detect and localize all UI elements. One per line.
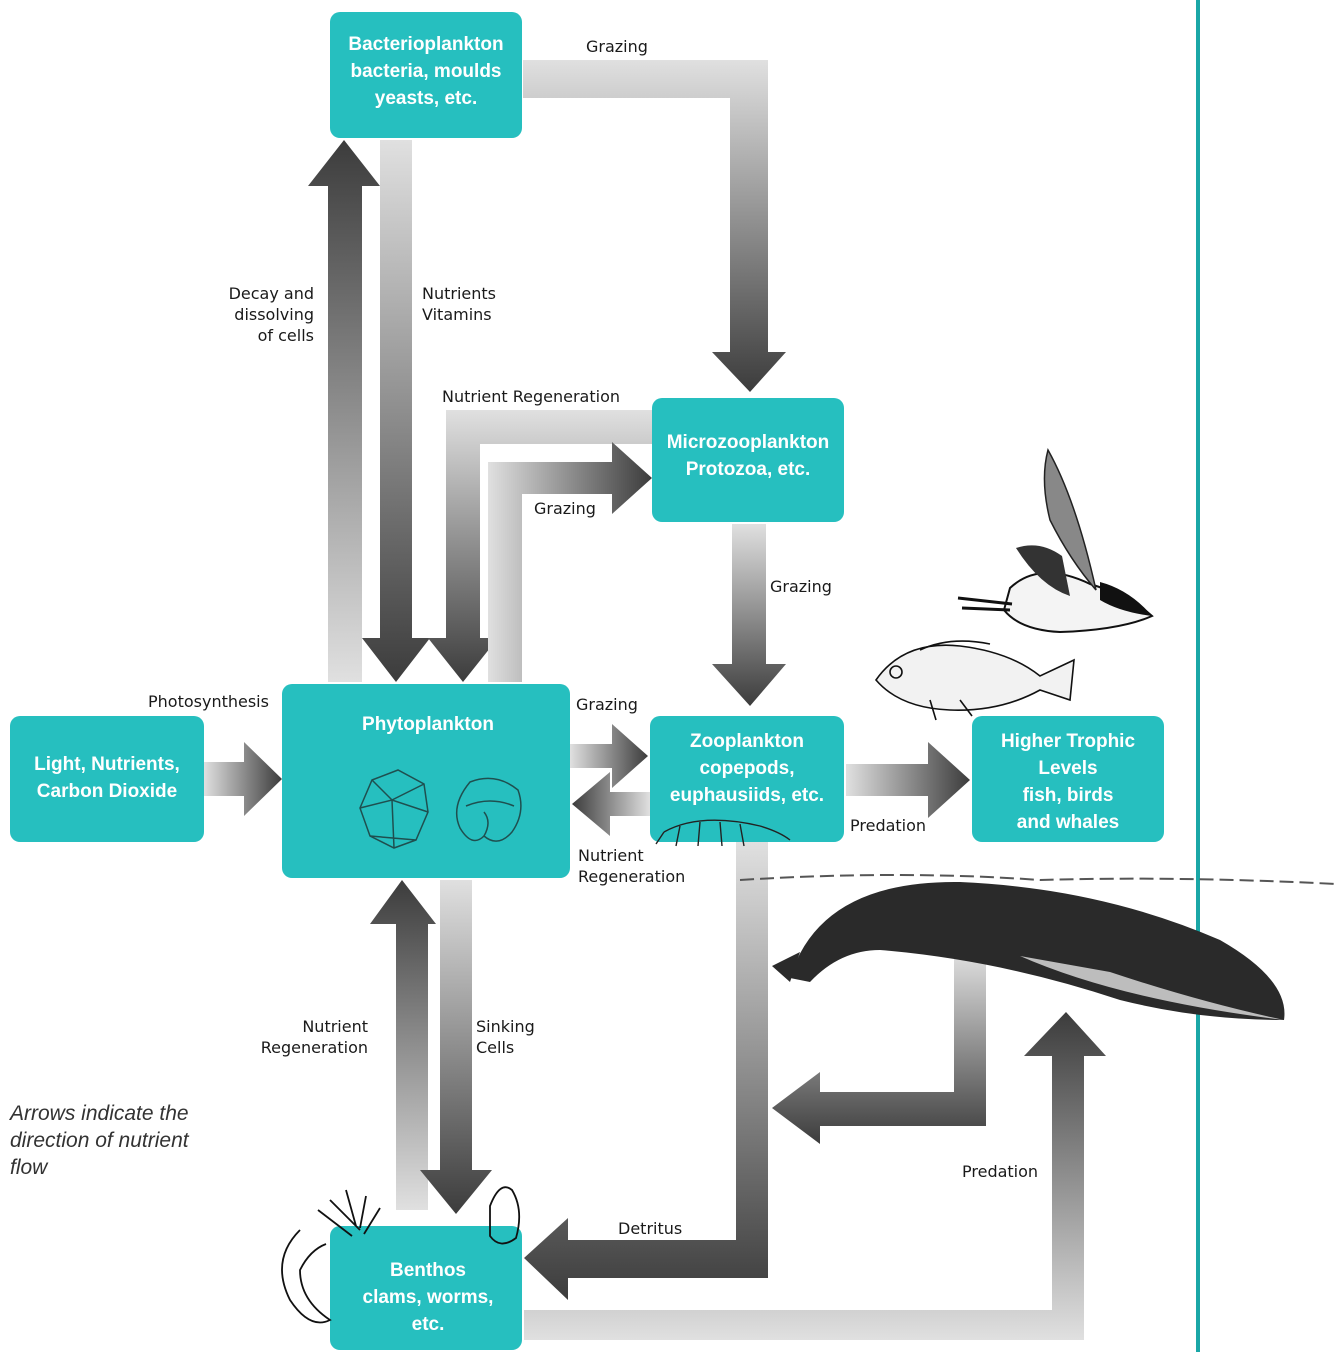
box-zoo-line3: euphausiids, etc. [670, 785, 824, 806]
box-light: Light, Nutrients, Carbon Dioxide [10, 716, 204, 842]
box-benthos-line1: Benthos [390, 1260, 466, 1281]
label-predation-bottom: Predation [962, 1162, 1038, 1181]
arrow-phyto-to-zoo [570, 724, 648, 788]
box-higher-trophic: Higher Trophic Levels fish, birds and wh… [972, 716, 1164, 842]
bird-illustration [957, 448, 1154, 634]
box-microzooplankton: Microzooplankton Protozoa, etc. [652, 398, 844, 522]
label-decay-2: dissolving [234, 305, 314, 324]
box-phyto-title: Phytoplankton [362, 714, 494, 735]
box-higher-line2: Levels [1038, 758, 1097, 779]
arrow-phyto-to-micro [488, 442, 652, 682]
arrow-sinking-down [420, 880, 492, 1214]
arrow-detritus [524, 842, 768, 1300]
box-bacterio-line1: Bacterioplankton [348, 34, 503, 55]
arrow-zoo-to-phyto [572, 772, 650, 836]
arrow-light-to-phyto [204, 742, 282, 816]
label-regen-zoo-2: Regeneration [578, 867, 685, 886]
label-nutrients-1: Nutrients [422, 284, 496, 303]
note-line2: direction of nutrient [10, 1129, 190, 1152]
label-nutrients-2: Vitamins [422, 305, 492, 324]
arrow-predation-benthos [524, 1012, 1106, 1340]
benthos-worm-illustration [281, 1186, 521, 1324]
box-micro-line1: Microzooplankton [667, 432, 830, 453]
box-benthos-line3: etc. [412, 1314, 445, 1335]
box-phytoplankton: Phytoplankton [282, 684, 570, 878]
note-line3: flow [10, 1156, 49, 1179]
box-light-line2: Carbon Dioxide [37, 781, 177, 802]
arrow-decay-up [308, 140, 380, 682]
label-decay-3: of cells [258, 326, 314, 345]
arrow-higher-regen [772, 952, 986, 1144]
box-zooplankton: Zooplankton copepods, euphausiids, etc. [650, 716, 844, 847]
arrow-zoo-to-higher [846, 742, 970, 818]
arrow-regen-benthos-up [370, 880, 436, 1210]
label-regen-benthos-1: Nutrient [302, 1017, 368, 1036]
page-divider [1196, 0, 1200, 1352]
krill-illustration [655, 819, 791, 847]
label-photosynthesis: Photosynthesis [148, 692, 269, 711]
label-regen-zoo-1: Nutrient [578, 846, 644, 865]
label-predation-right: Predation [850, 816, 926, 835]
label-detritus: Detritus [618, 1219, 682, 1238]
label-grazing-micro: Grazing [534, 499, 596, 518]
label-sinking-1: Sinking [476, 1017, 535, 1036]
arrow-regen-micro-to-phyto [428, 410, 652, 682]
box-bacterio-line2: bacteria, moulds [351, 61, 502, 82]
note-line1: Arrows indicate the [8, 1102, 189, 1125]
arrow-nutrients-down [362, 140, 430, 682]
label-regen-benthos-2: Regeneration [261, 1038, 368, 1057]
box-higher-line3: fish, birds [1023, 785, 1114, 806]
box-micro-line2: Protozoa, etc. [686, 459, 811, 480]
arrows [204, 60, 1106, 1340]
label-grazing-mid: Grazing [770, 577, 832, 596]
arrow-bacterio-to-micro [523, 60, 786, 392]
box-bacterio-line3: yeasts, etc. [375, 88, 477, 109]
label-decay-1: Decay and [229, 284, 314, 303]
box-light-line1: Light, Nutrients, [34, 754, 180, 775]
box-benthos-line2: clams, worms, [363, 1287, 494, 1308]
phytoplankton-cell-illustration [359, 769, 522, 849]
box-bacterioplankton: Bacterioplankton bacteria, moulds yeasts… [330, 12, 522, 138]
label-sinking-2: Cells [476, 1038, 514, 1057]
label-grazing-zoo: Grazing [576, 695, 638, 714]
box-zoo-line2: copepods, [699, 758, 794, 779]
box-higher-line1: Higher Trophic [1001, 731, 1136, 752]
label-grazing-top: Grazing [586, 37, 648, 56]
whale-illustration [739, 874, 1337, 1020]
label-nutrient-regen-top: Nutrient Regeneration [442, 387, 620, 406]
box-zoo-line1: Zooplankton [690, 731, 804, 752]
box-higher-line4: and whales [1017, 812, 1119, 833]
arrow-micro-to-zoo [712, 524, 786, 706]
box-benthos: Benthos clams, worms, etc. [330, 1226, 522, 1350]
fish-illustration [874, 640, 1075, 721]
